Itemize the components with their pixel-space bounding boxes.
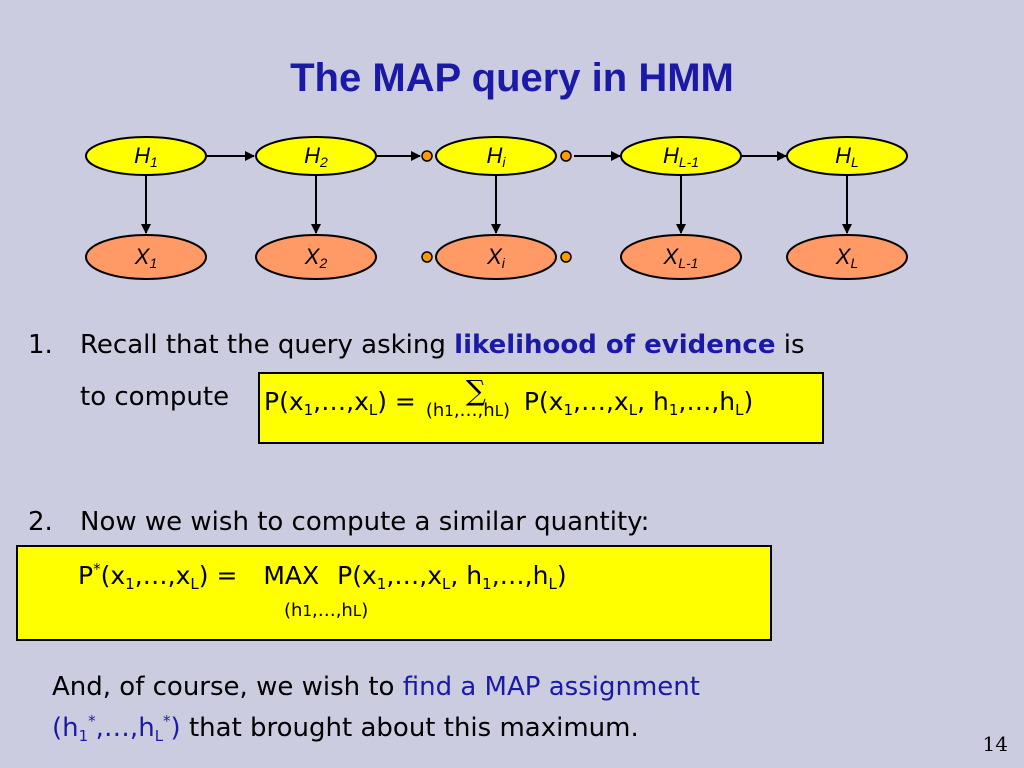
formula2-subscript: (h1,…,hL) (284, 600, 369, 621)
item1-line1: Recall that the query asking likelihood … (80, 330, 805, 360)
item1-emphasis: likelihood of evidence (454, 330, 776, 360)
formula1-box (258, 372, 824, 444)
item1-text-pre: Recall that the query asking (80, 330, 455, 360)
item1-text-post: is (775, 330, 805, 360)
closing-tuple: (h1*,…,hL*) (52, 712, 181, 745)
svg-text:XL: XL (835, 244, 858, 271)
hmm-diagram: H1 H2 Hi HL-1 HL X1 X2 Xi XL-1 XL (85, 136, 908, 280)
node-h2: H2 (255, 136, 377, 176)
slide-title: The MAP query in HMM (290, 56, 734, 100)
node-xl: XL (786, 234, 908, 280)
node-xi: Xi (435, 234, 557, 280)
node-hl-minus-1: HL-1 (620, 136, 742, 176)
node-x2: X2 (255, 234, 377, 280)
formula1: P(x1,…,xL) = ∑ (h1,…,hL) P(x1,…,xL, h1,…… (264, 374, 754, 421)
node-xl-minus-1: XL-1 (620, 234, 742, 280)
item1-number: 1. (28, 330, 53, 360)
ellipsis-dot-icon (421, 251, 433, 263)
svg-text:X2: X2 (304, 244, 328, 271)
closing-line1: And, of course, we wish to find a MAP as… (52, 672, 700, 702)
sum-icon: ∑ (465, 374, 486, 407)
svg-text:HL: HL (835, 143, 859, 170)
svg-text:XL-1: XL-1 (663, 244, 699, 271)
svg-text:X1: X1 (134, 244, 157, 271)
node-h1: H1 (85, 136, 207, 176)
svg-text:H2: H2 (304, 143, 328, 170)
svg-text:Xi: Xi (486, 244, 506, 271)
node-hi: Hi (435, 136, 557, 176)
formula2-box (16, 545, 772, 641)
node-hl: HL (786, 136, 908, 176)
item2-text: Now we wish to compute a similar quantit… (80, 507, 650, 537)
closing-line2: (h1*,…,hL*) that brought about this maxi… (52, 712, 639, 745)
svg-text:HL-1: HL-1 (663, 143, 699, 170)
ellipsis-dot-icon (560, 251, 572, 263)
ellipsis-dot-icon (421, 150, 433, 162)
svg-text:Hi: Hi (486, 143, 506, 170)
item1-line2: to compute (80, 382, 230, 412)
closing-emphasis: find a MAP assignment (402, 672, 700, 702)
page-number: 14 (982, 732, 1008, 756)
node-x1: X1 (85, 234, 207, 280)
max-operator: MAX (263, 561, 320, 590)
svg-text:H1: H1 (134, 143, 158, 170)
item2-number: 2. (28, 507, 53, 537)
ellipsis-dot-icon (560, 150, 572, 162)
